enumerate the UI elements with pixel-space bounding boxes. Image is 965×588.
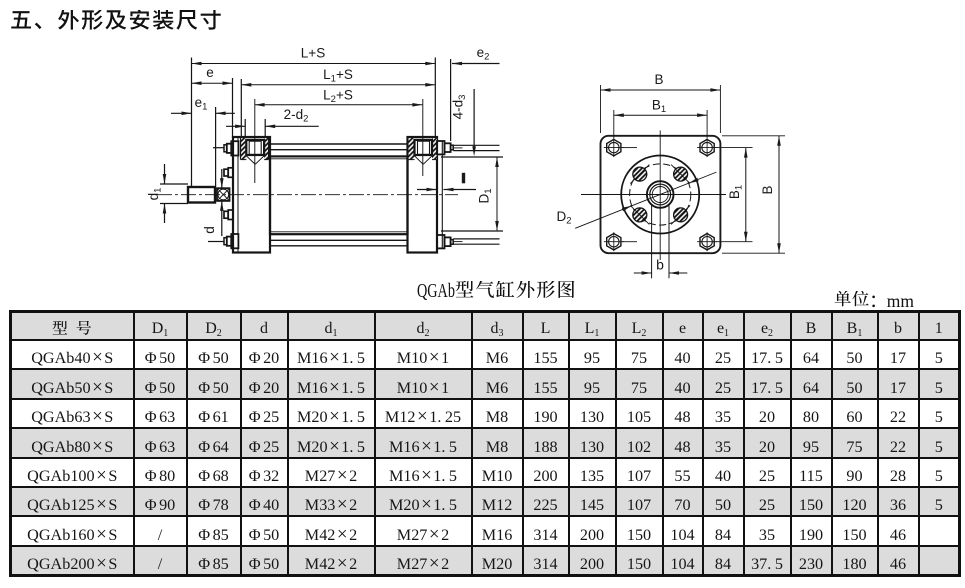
- svg-text:d: d: [202, 226, 217, 234]
- svg-text:B1: B1: [652, 98, 666, 116]
- svg-text:e: e: [206, 65, 214, 80]
- svg-text:B: B: [654, 72, 663, 87]
- svg-text:L1+S: L1+S: [323, 67, 353, 85]
- svg-text:B1: B1: [727, 185, 745, 199]
- svg-text:d1: d1: [146, 188, 164, 201]
- svg-text:2-d2: 2-d2: [284, 107, 309, 125]
- svg-text:D1: D1: [477, 188, 495, 203]
- svg-text:L2+S: L2+S: [323, 88, 353, 106]
- svg-text:D2: D2: [556, 209, 571, 227]
- svg-text:B: B: [760, 185, 775, 194]
- svg-text:4-d3: 4-d3: [451, 95, 469, 120]
- svg-text:L+S: L+S: [301, 46, 325, 61]
- svg-text:e1: e1: [195, 95, 208, 113]
- svg-text:b: b: [656, 257, 664, 273]
- svg-text:e2: e2: [477, 45, 490, 63]
